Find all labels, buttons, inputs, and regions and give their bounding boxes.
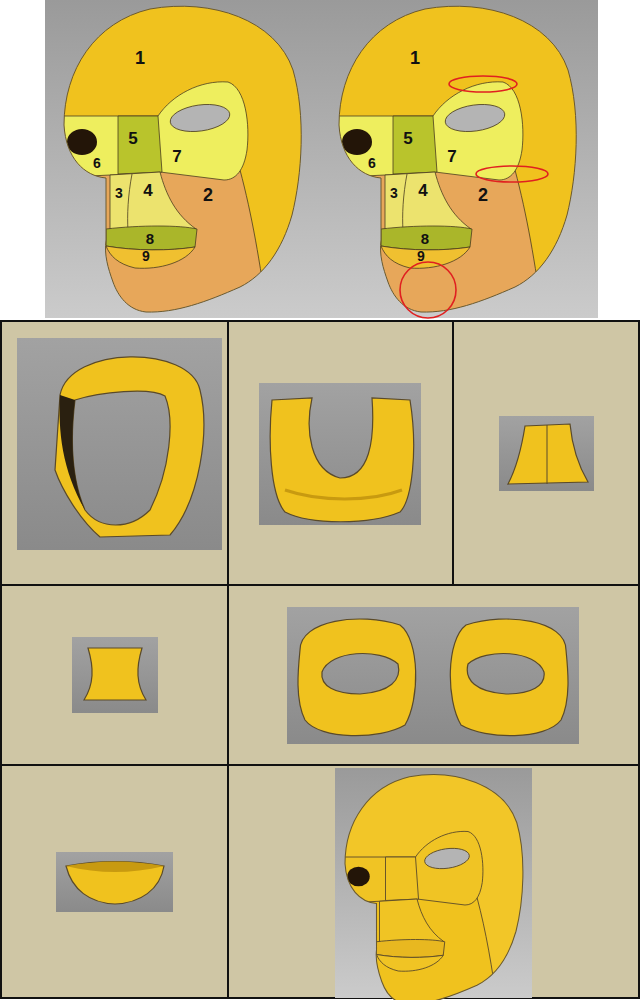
nose-part	[508, 424, 588, 484]
callout-number: 5	[403, 130, 412, 147]
table-rule	[1, 584, 639, 586]
part-shadow	[60, 395, 85, 510]
part-background	[72, 637, 158, 713]
callout-number: 7	[447, 148, 456, 165]
callout-number: 9	[142, 249, 150, 263]
mask-render-right	[275, 0, 595, 320]
part-shading	[285, 490, 402, 499]
eye-ring-part	[450, 619, 568, 736]
callout-number: 6	[368, 156, 376, 170]
head-shell-part	[55, 357, 204, 537]
cheek-part	[270, 398, 413, 522]
part-background	[259, 383, 421, 525]
callout-number: 5	[128, 130, 137, 147]
callout-number: 3	[390, 186, 398, 200]
mask-render-left	[0, 0, 320, 320]
callout-number: 4	[418, 182, 427, 199]
highlight-circle	[400, 262, 456, 318]
mouth-part	[66, 862, 164, 905]
part-background	[287, 607, 579, 744]
part-background	[56, 852, 173, 912]
bridge-part	[84, 648, 146, 700]
callout-number: 2	[478, 186, 488, 204]
part-background	[17, 338, 222, 550]
table-grid	[1, 321, 639, 998]
callout-number: 6	[93, 156, 101, 170]
table-rule	[1, 764, 639, 766]
callout-number: 9	[417, 249, 425, 263]
callout-number: 3	[115, 186, 123, 200]
callout-number: 4	[143, 182, 152, 199]
highlight-ellipse	[449, 76, 517, 92]
callout-number: 7	[172, 148, 181, 165]
parts-table	[1, 321, 639, 998]
table-rule	[227, 321, 229, 998]
highlight-ellipse	[476, 166, 548, 182]
table-rule	[452, 321, 454, 585]
callout-number: 8	[421, 231, 429, 246]
eye-ring-part	[298, 619, 416, 736]
callout-number: 8	[146, 231, 154, 246]
assembled-mask	[297, 770, 537, 1000]
callout-number: 1	[135, 49, 145, 67]
callout-number: 2	[203, 186, 213, 204]
part-background	[499, 416, 594, 491]
part-seam	[547, 425, 548, 484]
callout-number: 1	[410, 49, 420, 67]
part-shading	[66, 862, 164, 873]
